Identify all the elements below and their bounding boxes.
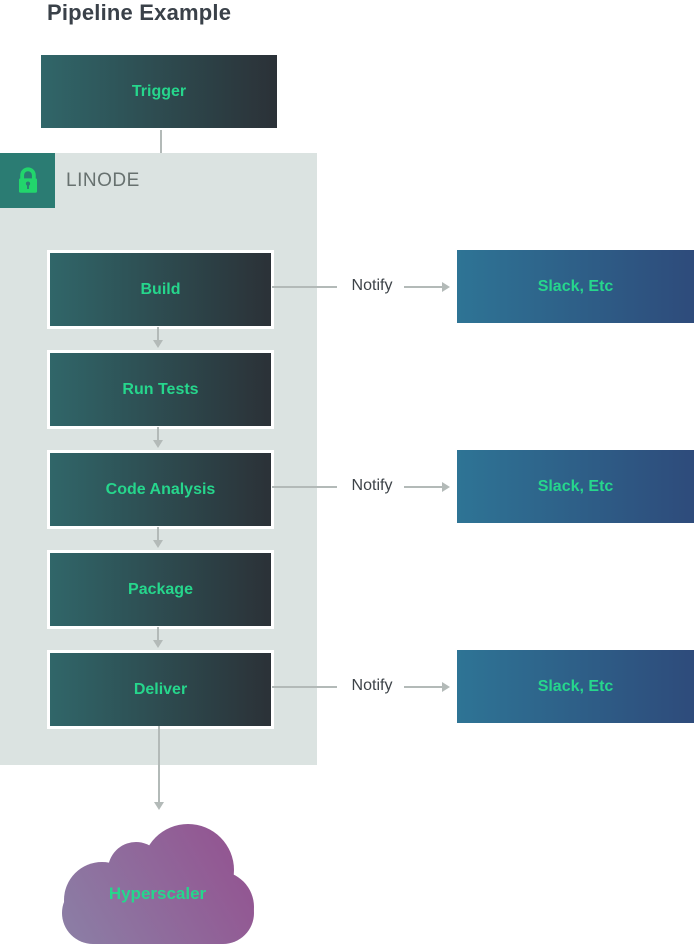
node-slack-1: Slack, Etc	[457, 250, 694, 323]
node-trigger-label: Trigger	[131, 82, 187, 100]
hyperscaler-label: Hyperscaler	[108, 884, 207, 903]
connector-codeanalysis-notify	[272, 486, 337, 488]
arrowhead-right-icon	[442, 482, 450, 492]
lock-icon	[18, 166, 37, 193]
arrow-build-to-runtests	[153, 327, 163, 348]
node-slack-label: Slack, Etc	[537, 477, 614, 495]
node-build-label: Build	[140, 280, 181, 298]
arrow-codeanalysis-to-package	[153, 527, 163, 548]
arrowhead-down-icon	[153, 640, 163, 648]
arrowhead-down-icon	[153, 340, 163, 348]
arrow-notify-to-slack-2	[404, 482, 450, 492]
arrowhead-right-icon	[442, 282, 450, 292]
page-title: Pipeline Example	[47, 0, 232, 25]
node-run-tests-label: Run Tests	[122, 380, 199, 398]
notify-label: Notify	[351, 677, 393, 694]
notify-label: Notify	[351, 477, 393, 494]
node-deliver-label: Deliver	[133, 680, 188, 698]
notify-label: Notify	[351, 277, 393, 294]
node-slack-2: Slack, Etc	[457, 450, 694, 523]
arrowhead-right-icon	[442, 682, 450, 692]
hyperscaler-cloud	[60, 822, 255, 944]
node-package-label: Package	[128, 580, 193, 598]
node-run-tests: Run Tests	[47, 350, 274, 429]
arrow-package-to-deliver	[153, 627, 163, 648]
linode-container-label: LINODE	[66, 169, 140, 191]
node-slack-3: Slack, Etc	[457, 650, 694, 723]
arrowhead-down-icon	[154, 802, 164, 810]
arrowhead-down-icon	[153, 440, 163, 448]
node-slack-label: Slack, Etc	[537, 677, 614, 695]
node-code-analysis-label: Code Analysis	[105, 480, 216, 498]
lock-badge	[0, 153, 55, 208]
arrow-deliver-to-hyperscaler	[154, 726, 164, 810]
connector-build-notify	[272, 286, 337, 288]
connector-deliver-notify	[272, 686, 337, 688]
arrow-runtests-to-codeanalysis	[153, 427, 163, 448]
node-deliver: Deliver	[47, 650, 274, 729]
node-trigger: Trigger	[41, 55, 277, 128]
node-package: Package	[47, 550, 274, 629]
cloud-icon	[62, 824, 254, 944]
arrow-notify-to-slack-1	[404, 282, 450, 292]
node-build: Build	[47, 250, 274, 329]
node-slack-label: Slack, Etc	[537, 277, 614, 295]
node-code-analysis: Code Analysis	[47, 450, 274, 529]
arrowhead-down-icon	[153, 540, 163, 548]
arrow-notify-to-slack-3	[404, 682, 450, 692]
